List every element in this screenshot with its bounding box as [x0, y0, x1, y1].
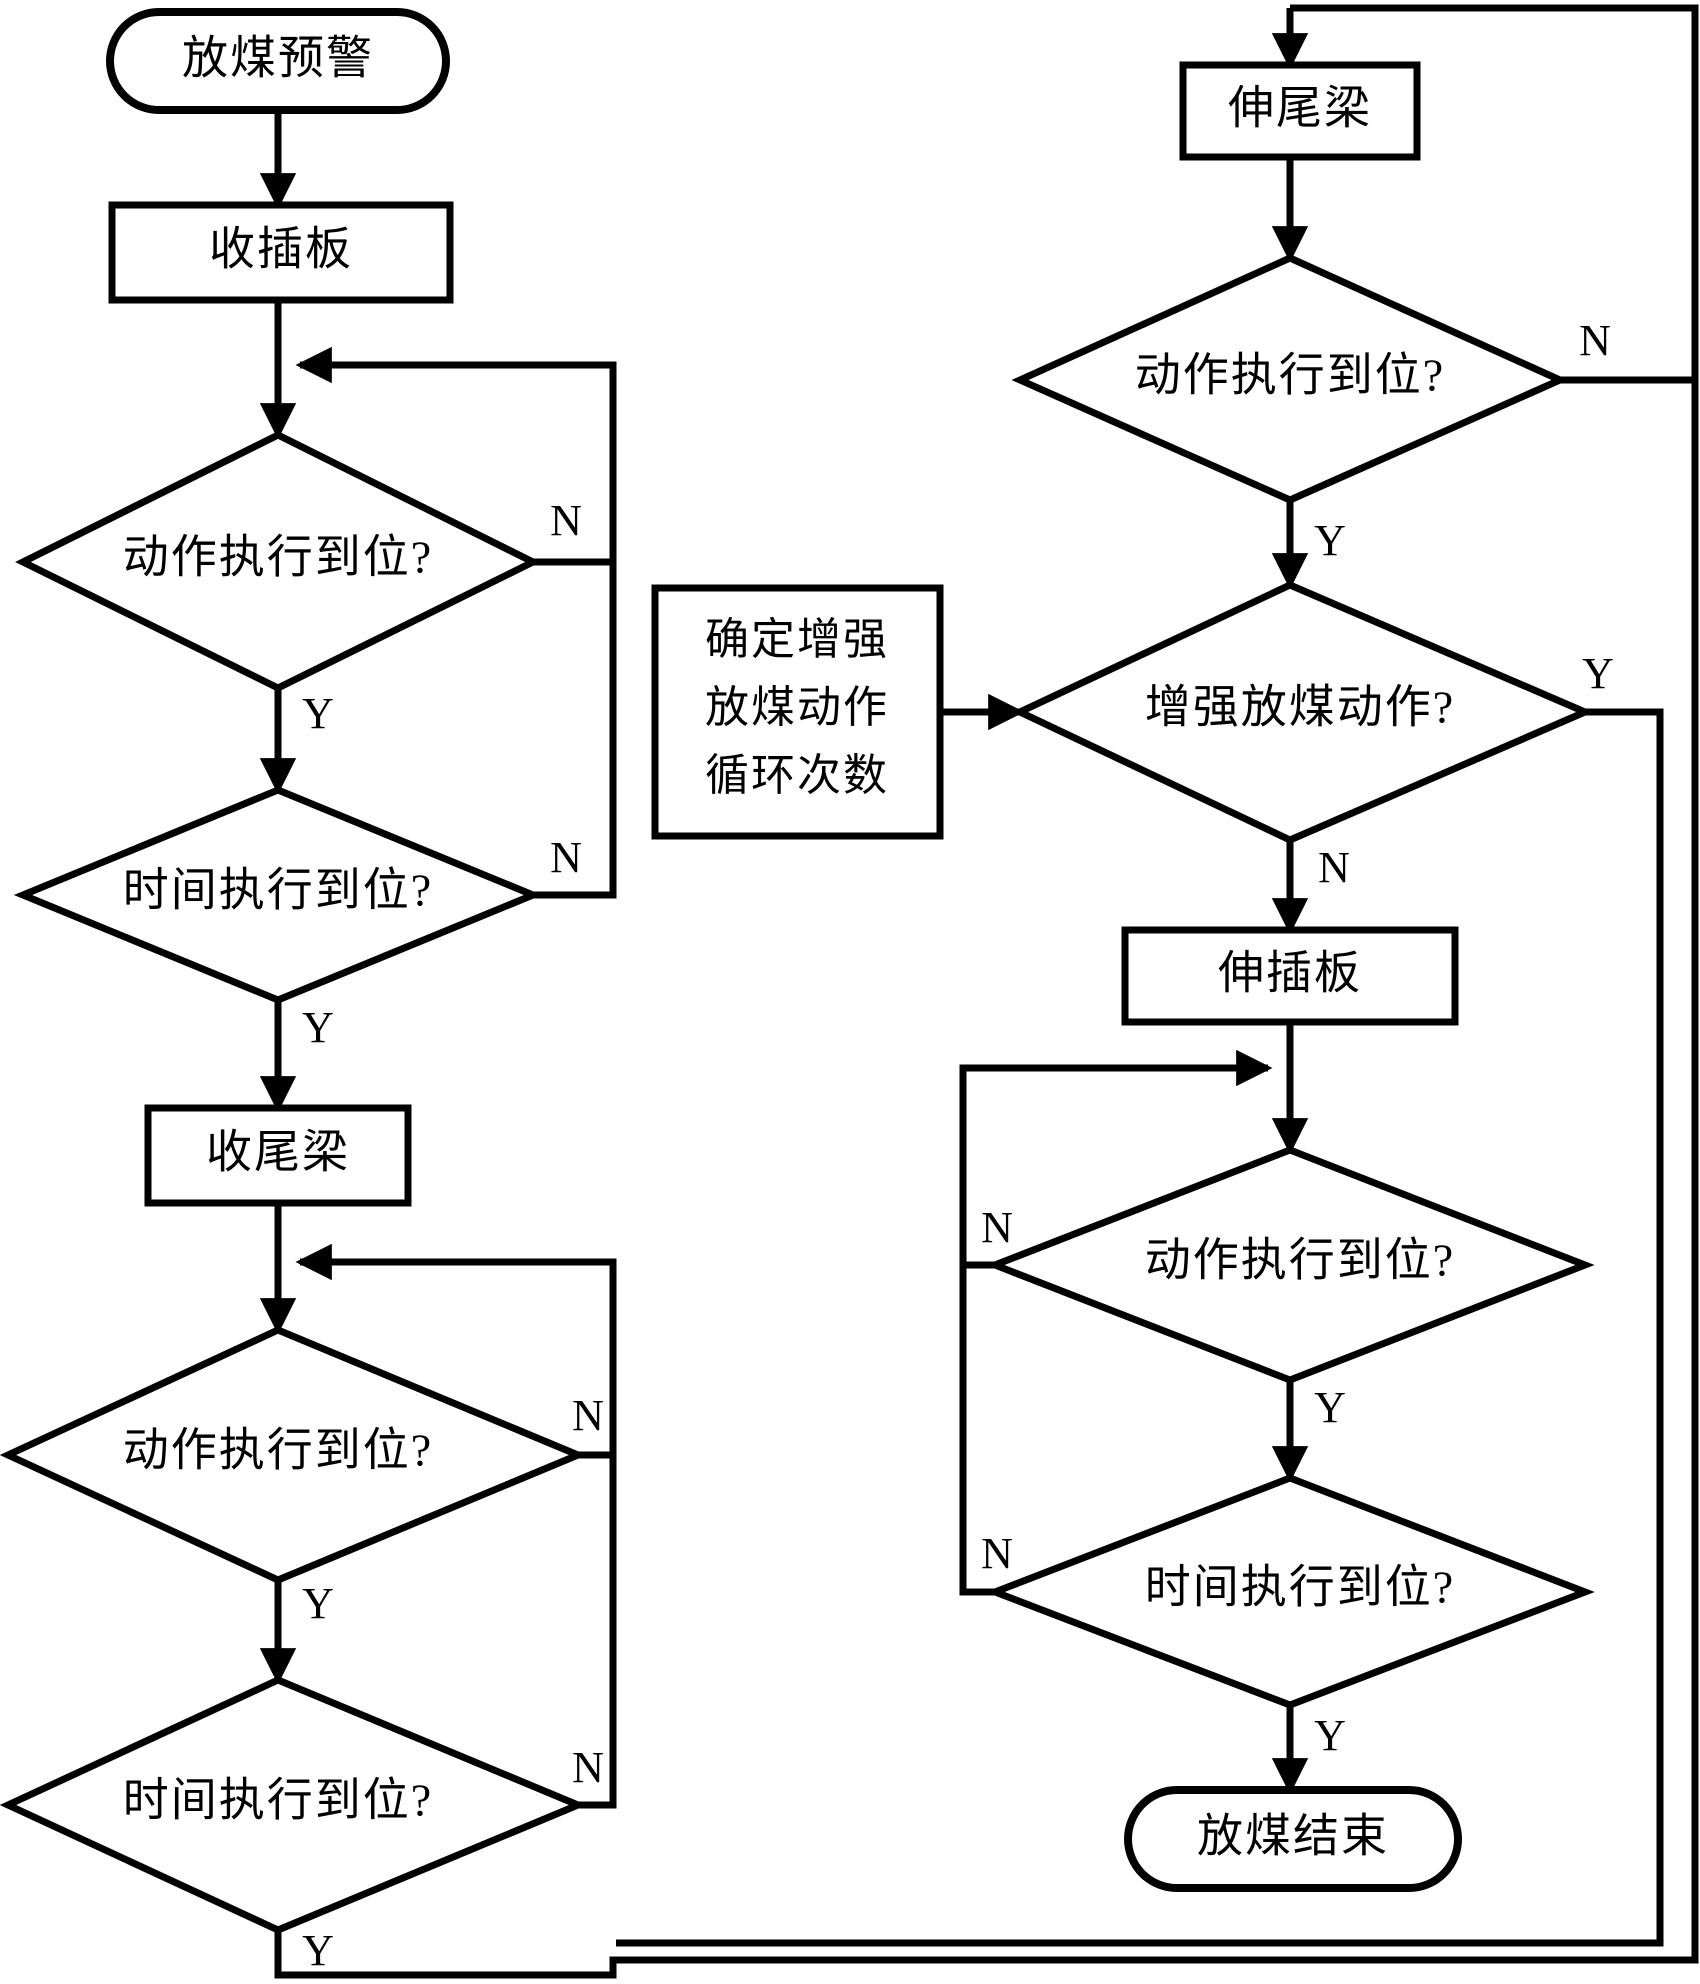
node-end-label: 放煤结束: [1197, 1811, 1389, 1862]
edges-layer: [259, 4, 1699, 1979]
node-dec-a3[interactable]: 动作执行到位?: [1011, 254, 1569, 504]
node-dec-t2[interactable]: 时间执行到位?: [0, 1676, 588, 1934]
node-dec-a1[interactable]: 动作执行到位?: [15, 431, 541, 692]
node-dec-t4[interactable]: 时间执行到位?: [985, 1474, 1595, 1709]
edge-dec-a2-no-loop: [295, 1243, 617, 1459]
node-dec-t2-label: 时间执行到位?: [123, 1775, 433, 1826]
edge-dec-t2-yes-to-extend-beam: [274, 4, 1699, 1979]
edge-dec-t2-no-loop: [578, 1458, 617, 1809]
label-dec-t4-no: N: [981, 1529, 1013, 1578]
label-dec-enhance-no: N: [1318, 843, 1350, 892]
node-cycle-count-line3: 循环次数: [705, 751, 889, 800]
label-dec-a3-yes: Y: [1314, 516, 1346, 565]
node-extend-plate-label: 伸插板: [1218, 948, 1362, 999]
edge-dec-t1-no-loop: [533, 565, 617, 899]
node-retract-beam-label: 收尾梁: [206, 1127, 350, 1178]
label-dec-enhance-yes: Y: [1582, 649, 1614, 698]
label-dec-t2-yes: Y: [302, 1926, 334, 1975]
node-dec-enhance[interactable]: 增强放煤动作?: [1011, 581, 1594, 844]
node-extend-beam[interactable]: 伸尾梁: [1179, 61, 1421, 161]
edge-dec-a4-no-loop: [959, 1049, 1273, 1269]
label-dec-a3-no: N: [1579, 316, 1611, 365]
node-start-label: 放煤预警: [182, 33, 374, 84]
node-retract-plate[interactable]: 收插板: [108, 201, 454, 304]
node-dec-a4-label: 动作执行到位?: [1145, 1235, 1455, 1286]
label-dec-a1-no: N: [550, 496, 582, 545]
node-dec-a4[interactable]: 动作执行到位?: [985, 1146, 1595, 1384]
node-extend-plate[interactable]: 伸插板: [1121, 926, 1459, 1026]
label-dec-t1-yes: Y: [302, 1003, 334, 1052]
node-retract-beam[interactable]: 收尾梁: [144, 1104, 412, 1207]
label-dec-t4-yes: Y: [1314, 1711, 1346, 1760]
node-retract-plate-label: 收插板: [209, 224, 353, 275]
label-dec-t2-no: N: [572, 1743, 604, 1792]
node-dec-t1[interactable]: 时间执行到位?: [13, 786, 543, 1004]
node-start[interactable]: 放煤预警: [106, 8, 450, 114]
node-dec-a2[interactable]: 动作执行到位?: [0, 1326, 588, 1584]
node-cycle-count-line1: 确定增强: [705, 615, 889, 664]
node-dec-t4-label: 时间执行到位?: [1145, 1562, 1455, 1613]
node-end[interactable]: 放煤结束: [1124, 1786, 1462, 1892]
nodes-layer: 放煤预警 收插板 动作执行到位? 时间执行到位? 收尾梁: [0, 8, 1595, 1934]
label-dec-a4-no: N: [981, 1203, 1013, 1252]
node-cycle-count[interactable]: 确定增强 放煤动作 循环次数: [651, 584, 944, 840]
edge-dec-enhance-yes-loop: [616, 708, 1664, 1947]
edge-dec-a1-no-loop: [295, 346, 617, 566]
node-dec-t1-label: 时间执行到位?: [123, 865, 433, 916]
node-dec-enhance-label: 增强放煤动作?: [1145, 682, 1455, 733]
node-extend-beam-label: 伸尾梁: [1228, 83, 1372, 134]
label-dec-a4-yes: Y: [1314, 1383, 1346, 1432]
label-dec-t1-no: N: [550, 833, 582, 882]
node-dec-a1-label: 动作执行到位?: [123, 532, 433, 583]
node-cycle-count-line2: 放煤动作: [705, 683, 889, 732]
label-dec-a1-yes: Y: [302, 689, 334, 738]
label-dec-a2-no: N: [572, 1391, 604, 1440]
branch-labels-layer: N Y N Y N Y N Y N Y Y N N Y N Y: [302, 316, 1614, 1975]
node-dec-a3-label: 动作执行到位?: [1135, 350, 1445, 401]
node-dec-a2-label: 动作执行到位?: [123, 1425, 433, 1476]
label-dec-a2-yes: Y: [302, 1579, 334, 1628]
edge-dec-t4-no-loop: [959, 1268, 995, 1596]
